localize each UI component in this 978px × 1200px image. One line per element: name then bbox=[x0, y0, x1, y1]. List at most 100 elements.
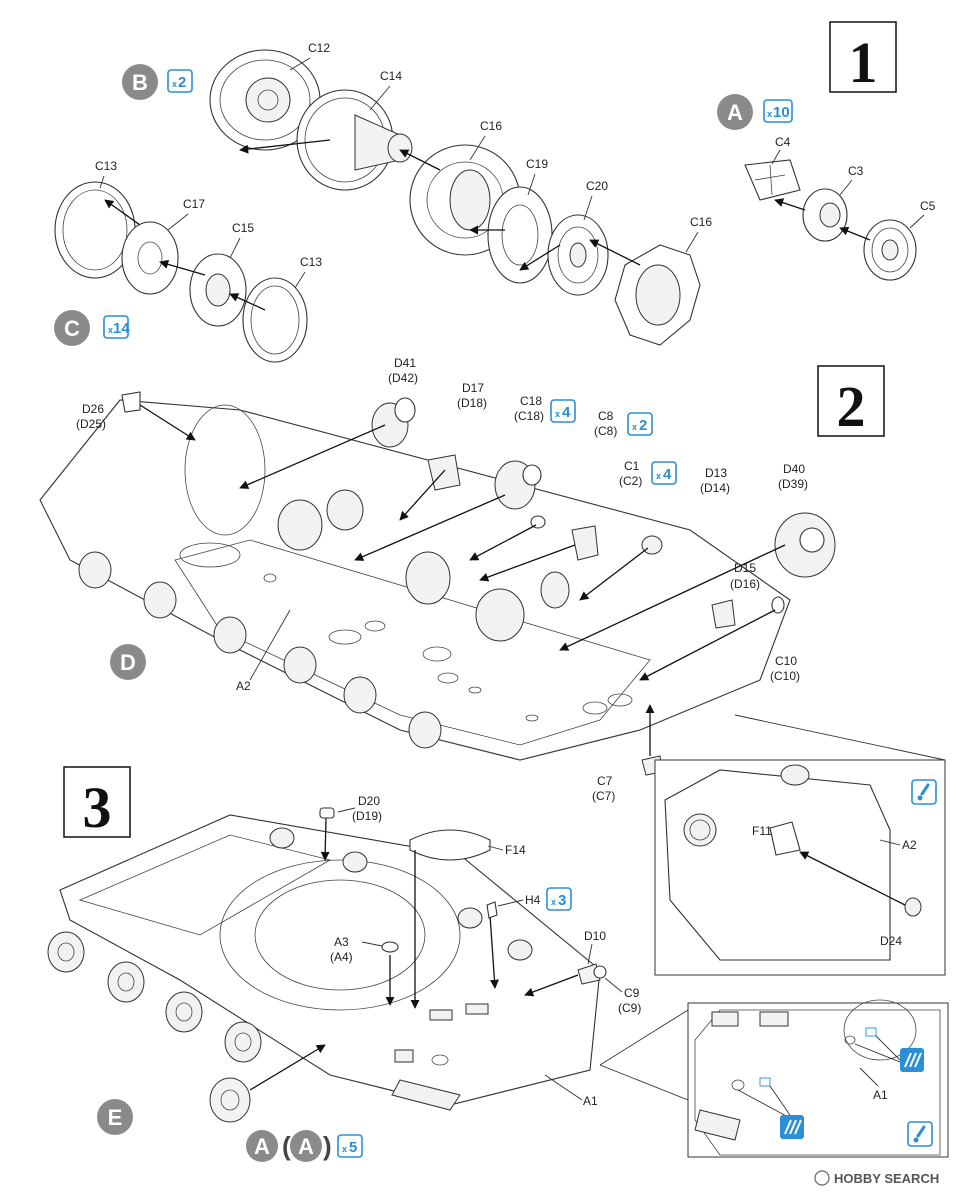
label-c13-left: C13 bbox=[95, 159, 117, 173]
label-d10: D10 bbox=[584, 929, 606, 943]
glue-icon bbox=[911, 779, 937, 805]
arrow-c1 bbox=[479, 544, 576, 582]
part-c1 bbox=[571, 525, 599, 561]
arrow-h4 bbox=[489, 914, 499, 989]
label-c5: C5 bbox=[920, 199, 936, 213]
qty-c-count: 14 bbox=[113, 320, 130, 337]
label-c9: C9 bbox=[624, 986, 640, 1000]
part-a-wheel-detached bbox=[209, 1044, 326, 1123]
qty-b-badge: x 2 bbox=[167, 69, 193, 93]
part-c4 bbox=[744, 159, 801, 201]
label-d18: (D18) bbox=[457, 396, 487, 410]
group-d-letter: D bbox=[120, 650, 136, 675]
copyright-icon bbox=[814, 1170, 830, 1186]
paren-close: ) bbox=[323, 1131, 332, 1161]
qty-c18-badge: x 4 bbox=[550, 399, 576, 423]
group-a-step3-badge bbox=[246, 1130, 278, 1162]
arrow-d24-to-f11 bbox=[799, 851, 906, 906]
arrow-c20-to-c19 bbox=[519, 244, 561, 271]
arrow-d40 bbox=[559, 544, 786, 651]
label-c15: C15 bbox=[232, 221, 254, 235]
arrow-d26 bbox=[139, 404, 196, 441]
svg-text:2: 2 bbox=[639, 417, 647, 434]
detail-inset-step3 bbox=[687, 999, 949, 1158]
label-a1: A1 bbox=[583, 1094, 598, 1108]
label-d16: (D16) bbox=[730, 577, 760, 591]
label-d39: (D39) bbox=[778, 477, 808, 491]
label-f14: F14 bbox=[505, 843, 526, 857]
label-c13-right: C13 bbox=[300, 255, 322, 269]
suspension-row-top bbox=[277, 489, 570, 642]
svg-text:x: x bbox=[108, 325, 113, 335]
label-c16-bottom: C16 bbox=[690, 215, 712, 229]
arrow-c15-to-c17 bbox=[159, 259, 206, 276]
part-d26 bbox=[121, 391, 141, 413]
inset-callout-line-1 bbox=[734, 714, 946, 761]
part-c18 bbox=[494, 460, 542, 510]
label-c19: C19 bbox=[526, 157, 548, 171]
qty-c8-badge: x 2 bbox=[627, 412, 653, 436]
part-c9 bbox=[593, 965, 607, 979]
part-c10 bbox=[771, 596, 785, 614]
label-d25: (D25) bbox=[76, 417, 106, 431]
qty-a-step3-badge: x 5 bbox=[337, 1134, 363, 1158]
label-c8p: (C8) bbox=[594, 424, 617, 438]
label-c12: C12 bbox=[308, 41, 330, 55]
group-a-letter: A bbox=[727, 100, 743, 125]
qty-a-badge: x 10 bbox=[763, 99, 793, 123]
label-c3: C3 bbox=[848, 164, 864, 178]
part-c20 bbox=[547, 214, 609, 296]
label-c18: C18 bbox=[520, 394, 542, 408]
group-d-badge bbox=[110, 644, 146, 680]
group-e-letter: E bbox=[108, 1105, 123, 1130]
svg-text:x: x bbox=[656, 471, 661, 481]
glue-icon bbox=[907, 1121, 933, 1147]
arrow-d13 bbox=[579, 547, 649, 601]
label-a4: (A4) bbox=[330, 950, 353, 964]
svg-text:x: x bbox=[551, 897, 556, 907]
road-wheels-left bbox=[47, 931, 262, 1063]
label-h4: H4 bbox=[525, 893, 541, 907]
svg-text:x: x bbox=[342, 1144, 347, 1154]
part-c5 bbox=[863, 219, 917, 281]
qty-c1-badge: x 4 bbox=[651, 461, 677, 485]
part-a3 bbox=[381, 941, 399, 953]
arrow-d10 bbox=[524, 974, 579, 997]
step-3-number-box bbox=[63, 766, 131, 838]
watermark: HOBBY SEARCH bbox=[814, 1170, 939, 1186]
part-c15 bbox=[189, 253, 247, 327]
label-d17: D17 bbox=[462, 381, 484, 395]
label-a2-inset: A2 bbox=[902, 838, 917, 852]
part-d15 bbox=[711, 599, 736, 629]
step-1-number: 1 bbox=[849, 30, 878, 95]
label-d20: D20 bbox=[358, 794, 380, 808]
label-a1-inset: A1 bbox=[873, 1088, 888, 1102]
label-d13: D13 bbox=[705, 466, 727, 480]
arrow-c18 bbox=[354, 494, 506, 561]
step-2-panel: 2 bbox=[39, 356, 946, 976]
part-d13 bbox=[641, 535, 663, 555]
label-c7: C7 bbox=[597, 774, 613, 788]
arrow-c14-to-c12 bbox=[239, 139, 331, 154]
qty-h4-badge: x 3 bbox=[546, 887, 572, 911]
label-c16-top: C16 bbox=[480, 119, 502, 133]
part-d17 bbox=[427, 454, 461, 491]
inset3-callout-line-1 bbox=[599, 1009, 689, 1066]
step-3-panel: 3 bbox=[47, 766, 949, 1162]
label-c17: C17 bbox=[183, 197, 205, 211]
label-d41: D41 bbox=[394, 356, 416, 370]
arrow-c5-to-c3 bbox=[839, 226, 871, 241]
arrow-d41 bbox=[239, 424, 386, 489]
part-d20 bbox=[319, 807, 335, 819]
qty-a-count: 10 bbox=[773, 104, 790, 121]
arrow-d20 bbox=[320, 817, 330, 861]
label-d24: D24 bbox=[880, 934, 902, 948]
label-c14: C14 bbox=[380, 69, 402, 83]
label-d19: (D19) bbox=[352, 809, 382, 823]
part-c12 bbox=[209, 49, 321, 151]
paren-open: ( bbox=[282, 1131, 291, 1161]
group-a-step3-paren-badge bbox=[290, 1130, 322, 1162]
step-2-number: 2 bbox=[837, 374, 866, 439]
step-1-number-box bbox=[829, 21, 897, 93]
